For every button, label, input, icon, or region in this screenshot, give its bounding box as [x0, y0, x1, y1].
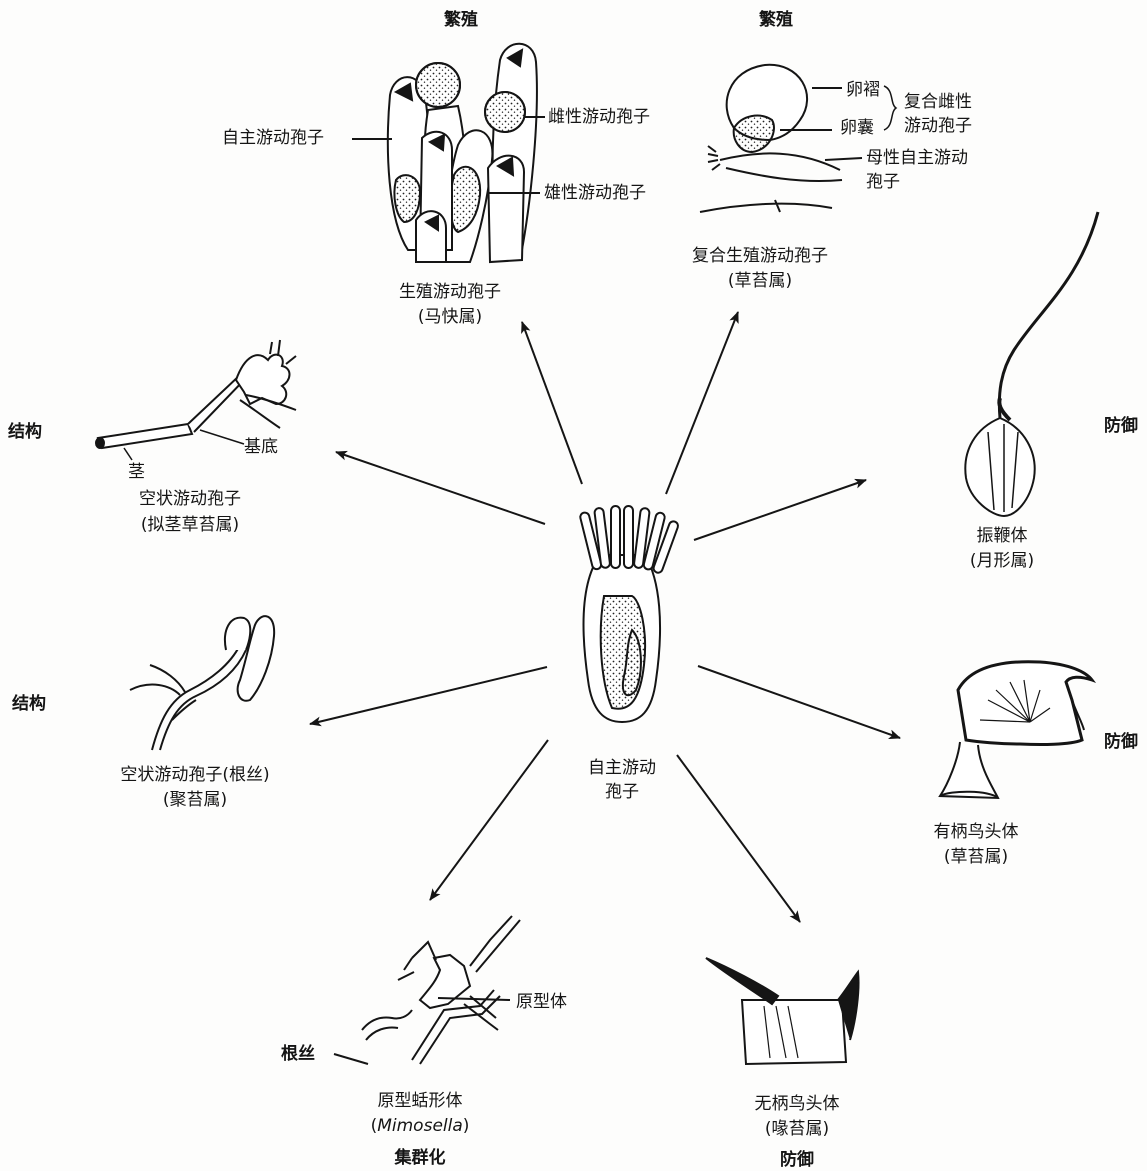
- stolon-genus: (Mimosella): [371, 1116, 470, 1136]
- category-reproduction-2: 繁殖: [759, 10, 793, 30]
- label-stem: 茎: [128, 462, 145, 482]
- category-colonization: 集群化: [395, 1148, 446, 1168]
- label-protozooid: 原型体: [516, 992, 567, 1012]
- label-maternal-2: 孢子: [866, 172, 900, 192]
- sessile-avicularium-title: 无柄鸟头体: [755, 1094, 840, 1114]
- arrow-to-reproductive: [522, 322, 582, 484]
- center-label-line1: 自主游动: [588, 758, 656, 778]
- arrow-to-compound: [666, 312, 738, 494]
- label-ovicell-fold: 卵褶: [846, 80, 880, 100]
- pedunculate-avicularium-drawing: [940, 662, 1092, 798]
- arrow-to-vibraculum: [694, 480, 866, 540]
- category-structure-2: 结构: [12, 694, 46, 714]
- compound-title: 复合生殖游动孢子: [692, 246, 828, 266]
- vibraculum-title: 振鞭体: [977, 526, 1028, 546]
- label-maternal-1: 母性自主游动: [866, 148, 968, 168]
- sessile-avicularium-drawing: [706, 958, 859, 1064]
- reproductive-title: 生殖游动孢子: [399, 282, 501, 302]
- arrow-to-kenozooid-stem: [336, 452, 545, 524]
- label-base: 基底: [244, 437, 278, 457]
- kenozooid-rhizoid-title: 空状游动孢子(根丝): [120, 765, 269, 785]
- kenozooid-rhizoid-drawing: [130, 616, 274, 750]
- kenozooid-stem-genus: (拟茎草苔属): [141, 515, 239, 535]
- vibraculum-genus: (月形属): [970, 551, 1034, 571]
- stolon-genus-close: ): [463, 1116, 470, 1136]
- label-compound-female-2: 游动孢子: [904, 116, 972, 136]
- pedunculate-avicularium-title: 有柄鸟头体: [934, 822, 1019, 842]
- reproductive-genus: (马快属): [418, 307, 482, 327]
- category-defense-2: 防御: [1104, 732, 1138, 752]
- category-defense-3: 防御: [780, 1150, 814, 1170]
- vibraculum-drawing: [965, 212, 1098, 516]
- center-autozooid-drawing: [579, 506, 679, 722]
- category-reproduction-1: 繁殖: [444, 10, 478, 30]
- label-autozooid: 自主游动孢子: [222, 128, 324, 148]
- label-male-zooid: 雄性游动孢子: [544, 183, 646, 203]
- arrow-to-sessile-avicularium: [677, 755, 800, 922]
- sessile-avicularium-genus: (喙苔属): [765, 1119, 829, 1139]
- label-ovicell-sac: 卵囊: [840, 118, 874, 138]
- arrow-to-stolon: [430, 740, 548, 900]
- label-rhizoid: 根丝: [281, 1044, 315, 1064]
- arrow-to-pedunculate-avicularium: [698, 666, 900, 738]
- kenozooid-rhizoid-genus: (聚苔属): [163, 790, 227, 810]
- category-defense-1: 防御: [1104, 416, 1138, 436]
- stolon-drawing: [334, 916, 520, 1064]
- stolon-genus-name: Mimosella: [377, 1116, 463, 1136]
- arrow-to-kenozooid-rhizoid: [310, 667, 547, 724]
- compound-genus: (草苔属): [728, 271, 792, 291]
- label-female-zooid: 雌性游动孢子: [548, 107, 650, 127]
- reproductive-zooids-drawing: [352, 44, 545, 262]
- kenozooid-stem-title: 空状游动孢子: [139, 489, 241, 509]
- label-compound-female-1: 复合雌性: [904, 92, 972, 112]
- stolon-title: 原型蛞形体: [378, 1091, 463, 1111]
- stolon-genus-open: (: [371, 1116, 378, 1136]
- pedunculate-avicularium-genus: (草苔属): [944, 847, 1008, 867]
- category-structure-1: 结构: [8, 422, 42, 442]
- center-label-line2: 孢子: [605, 782, 639, 802]
